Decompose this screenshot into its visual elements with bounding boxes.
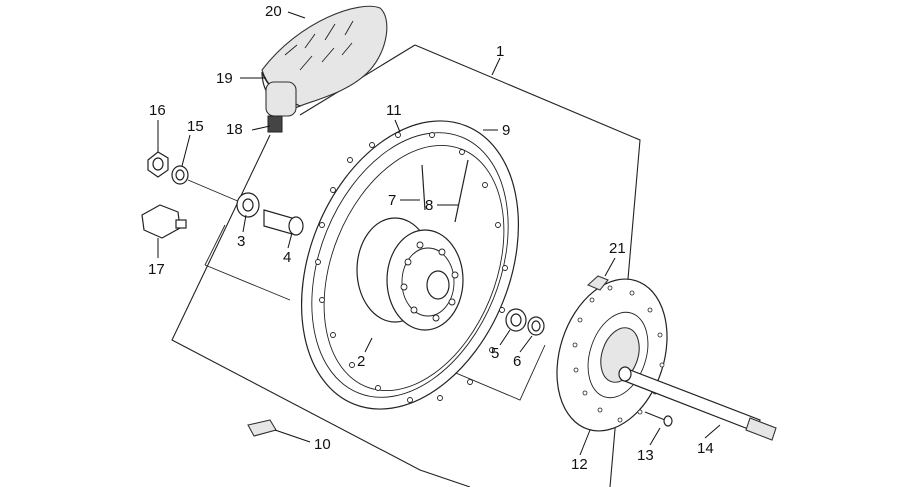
tyre-group <box>261 5 388 133</box>
balance-weight <box>247 419 277 437</box>
valve <box>141 204 187 239</box>
callout-12: 12 <box>571 456 588 473</box>
clip <box>586 275 609 291</box>
callout-19: 19 <box>216 70 233 87</box>
callout-14: 14 <box>697 440 714 457</box>
brake-disc <box>556 278 668 432</box>
leader-lines <box>157 11 721 456</box>
callout-4: 4 <box>283 249 291 266</box>
callout-7: 7 <box>388 192 396 209</box>
callout-17: 17 <box>148 261 165 278</box>
wheel-hub <box>356 217 464 331</box>
callout-21: 21 <box>609 240 626 257</box>
callout-5: 5 <box>491 345 499 362</box>
callout-9: 9 <box>502 122 510 139</box>
disc-screw <box>644 411 673 427</box>
callout-2: 2 <box>357 353 365 370</box>
callout-6: 6 <box>513 353 521 370</box>
wheel-axle <box>618 366 777 441</box>
callout-1: 1 <box>496 43 504 60</box>
callout-20: 20 <box>265 3 282 20</box>
callouts: 20 19 18 16 15 17 3 4 1 11 9 7 8 2 5 6 1… <box>148 3 714 473</box>
callout-8: 8 <box>425 197 433 214</box>
callout-3: 3 <box>237 233 245 250</box>
callout-18: 18 <box>226 121 243 138</box>
callout-15: 15 <box>187 118 204 135</box>
right-bearing-and-seal <box>505 308 545 336</box>
callout-10: 10 <box>314 436 331 453</box>
callout-11: 11 <box>386 102 402 119</box>
axle-nut-and-washer <box>147 151 241 203</box>
callout-13: 13 <box>637 447 654 464</box>
bearing-and-spacer <box>236 192 304 236</box>
callout-16: 16 <box>149 102 166 119</box>
